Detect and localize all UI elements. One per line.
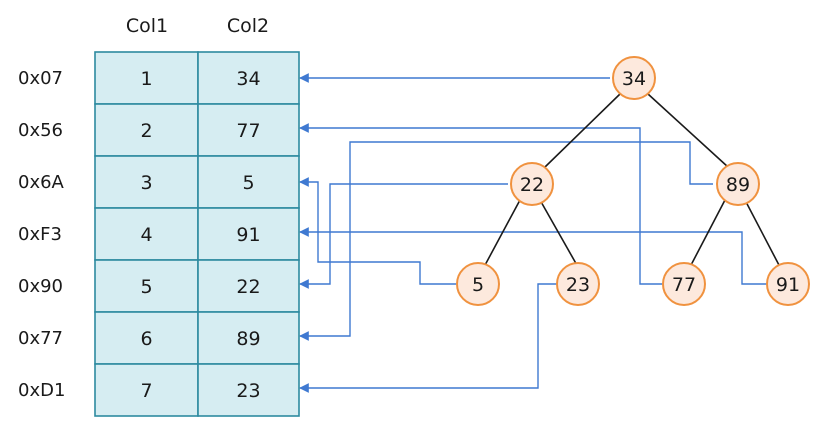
row-address: 0x56 bbox=[18, 120, 63, 141]
table-cell-col2 bbox=[197, 103, 300, 157]
table-cell-col1 bbox=[94, 103, 199, 157]
tree-node-label: 5 bbox=[472, 274, 484, 296]
cell-value-col1: 1 bbox=[140, 68, 152, 90]
tree-node-circle bbox=[766, 262, 810, 306]
pointer-line-77 bbox=[299, 123, 662, 285]
tree-node-77: 77 bbox=[662, 262, 706, 306]
cell-value-col1: 5 bbox=[140, 276, 152, 298]
tree-node-34: 34 bbox=[612, 56, 656, 100]
table-cell-col1 bbox=[94, 363, 199, 417]
tree-node-circle bbox=[510, 162, 554, 206]
cell-value-col2: 23 bbox=[236, 380, 260, 402]
table-cell-col1 bbox=[94, 51, 199, 105]
row-address: 0x77 bbox=[18, 328, 63, 349]
tree-node-23: 23 bbox=[556, 262, 600, 306]
row-address: 0xF3 bbox=[18, 224, 62, 245]
tree-edges bbox=[483, 93, 781, 268]
tree-node-89: 89 bbox=[716, 162, 760, 206]
tree-edge-89-77 bbox=[689, 199, 726, 268]
row-address: 0x6A bbox=[18, 172, 65, 193]
row-address: 0xD1 bbox=[18, 380, 65, 401]
pointer-lines bbox=[299, 73, 767, 393]
tree-edge-34-89 bbox=[647, 93, 729, 168]
pointer-line-89 bbox=[299, 141, 713, 341]
cell-value-col2: 89 bbox=[236, 328, 260, 350]
tree-node-label: 91 bbox=[776, 274, 800, 296]
table-row: 0x77 6 89 bbox=[18, 311, 300, 365]
table-row: 0x56 2 77 bbox=[18, 103, 300, 157]
cell-value-col1: 2 bbox=[140, 120, 152, 142]
table-row: 0x90 5 22 bbox=[18, 259, 300, 313]
table-cell-col2 bbox=[197, 155, 300, 209]
cell-value-col1: 4 bbox=[140, 224, 152, 246]
tree-node-91: 91 bbox=[766, 262, 810, 306]
table-row: 0x07 1 34 bbox=[18, 51, 300, 105]
table-row: 0x6A 3 5 bbox=[18, 155, 300, 209]
table-cell-col2 bbox=[197, 311, 300, 365]
table-row: 0xD1 7 23 bbox=[18, 363, 300, 417]
tree-node-label: 77 bbox=[672, 274, 696, 296]
data-table: 0x07 1 34 0x56 2 77 0x6A 3 5 0xF3 4 91 0x90 5 22 0x77 6 8… bbox=[18, 51, 300, 417]
tree-node-5: 5 bbox=[456, 262, 500, 306]
pointer-line-5 bbox=[299, 177, 456, 285]
pointer-line-23 bbox=[299, 283, 558, 393]
pointer-line-22 bbox=[299, 183, 508, 289]
cell-value-col2: 5 bbox=[242, 172, 254, 194]
tree-edge-89-91 bbox=[744, 199, 781, 268]
cell-value-col2: 22 bbox=[236, 276, 260, 298]
table-cell-col2 bbox=[197, 207, 300, 261]
tree-edge-34-22 bbox=[544, 93, 621, 168]
tree-edge-22-5 bbox=[483, 199, 521, 268]
row-address: 0x07 bbox=[18, 68, 63, 89]
tree-node-circle bbox=[662, 262, 706, 306]
pointer-line-91 bbox=[299, 227, 767, 285]
tree-node-label: 34 bbox=[622, 68, 646, 90]
column-header-col2: Col2 bbox=[227, 15, 269, 37]
cell-value-col2: 34 bbox=[236, 68, 260, 90]
cell-value-col2: 77 bbox=[236, 120, 260, 142]
tree-node-22: 22 bbox=[510, 162, 554, 206]
column-header-col1: Col1 bbox=[126, 15, 168, 37]
tree-node-circle bbox=[612, 56, 656, 100]
row-address: 0x90 bbox=[18, 276, 63, 297]
cell-value-col1: 7 bbox=[140, 380, 152, 402]
cell-value-col1: 3 bbox=[140, 172, 152, 194]
table-cell-col2 bbox=[197, 259, 300, 313]
tree-node-label: 22 bbox=[520, 174, 544, 196]
tree-node-label: 89 bbox=[726, 174, 750, 196]
tree-edge-22-23 bbox=[539, 199, 579, 268]
b-tree: 34 22 89 5 23 77 91 bbox=[456, 56, 810, 306]
tree-node-label: 23 bbox=[566, 274, 590, 296]
table-row: 0xF3 4 91 bbox=[18, 207, 300, 261]
cell-value-col2: 91 bbox=[236, 224, 260, 246]
tree-node-circle bbox=[556, 262, 600, 306]
tree-node-circle bbox=[456, 262, 500, 306]
table-headers: Col1 Col2 bbox=[126, 15, 269, 37]
tree-node-circle bbox=[716, 162, 760, 206]
table-cell-col1 bbox=[94, 311, 199, 365]
table-cell-col2 bbox=[197, 363, 300, 417]
cell-value-col1: 6 bbox=[140, 328, 152, 350]
table-cell-col1 bbox=[94, 259, 199, 313]
